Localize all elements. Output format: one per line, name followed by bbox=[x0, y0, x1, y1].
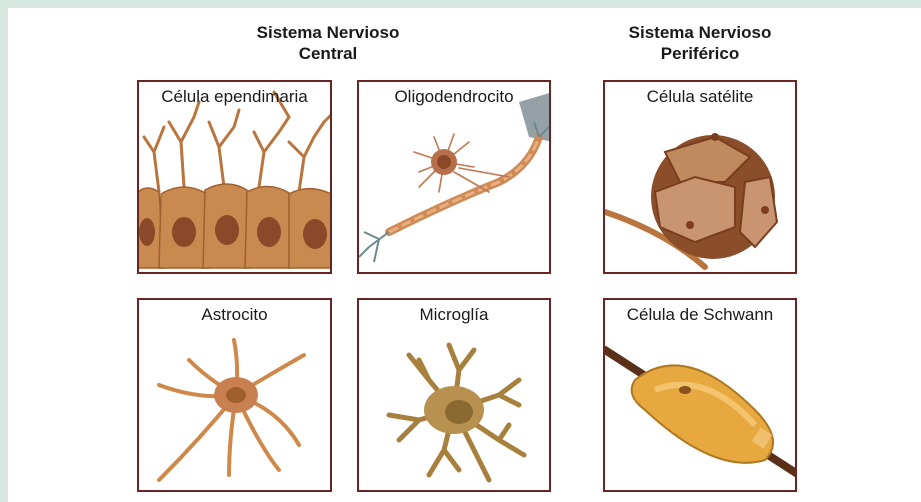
panel-ependymal-cell: Célula ependimaria bbox=[137, 80, 332, 274]
oligodendrocyte-label: Oligodendrocito bbox=[359, 87, 549, 107]
oligodendrocyte-illustration bbox=[359, 82, 551, 274]
central-heading-line2: Central bbox=[218, 43, 438, 64]
figure-area: Sistema Nervioso Central Sistema Nervios… bbox=[8, 8, 921, 502]
schwann-cell-label: Célula de Schwann bbox=[605, 305, 795, 325]
ependymal-cell-label: Célula ependimaria bbox=[139, 87, 330, 107]
peripheral-nervous-system-heading: Sistema Nervioso Periférico bbox=[590, 22, 810, 64]
panel-microglia: Microglía bbox=[357, 298, 551, 492]
panel-astrocyte: Astrocito bbox=[137, 298, 332, 492]
panel-oligodendrocyte: Oligodendrocito bbox=[357, 80, 551, 274]
satellite-cell-label: Célula satélite bbox=[605, 87, 795, 107]
schwann-cell-illustration bbox=[605, 300, 797, 492]
central-nervous-system-heading: Sistema Nervioso Central bbox=[218, 22, 438, 64]
microglia-illustration bbox=[359, 300, 551, 492]
astrocyte-illustration bbox=[139, 300, 332, 492]
ependymal-cell-illustration bbox=[139, 82, 332, 274]
peripheral-heading-line1: Sistema Nervioso bbox=[590, 22, 810, 43]
microglia-label: Microglía bbox=[359, 305, 549, 325]
satellite-cell-illustration bbox=[605, 82, 797, 274]
astrocyte-label: Astrocito bbox=[139, 305, 330, 325]
peripheral-heading-line2: Periférico bbox=[590, 43, 810, 64]
panel-satellite-cell: Célula satélite bbox=[603, 80, 797, 274]
panel-schwann-cell: Célula de Schwann bbox=[603, 298, 797, 492]
central-heading-line1: Sistema Nervioso bbox=[218, 22, 438, 43]
